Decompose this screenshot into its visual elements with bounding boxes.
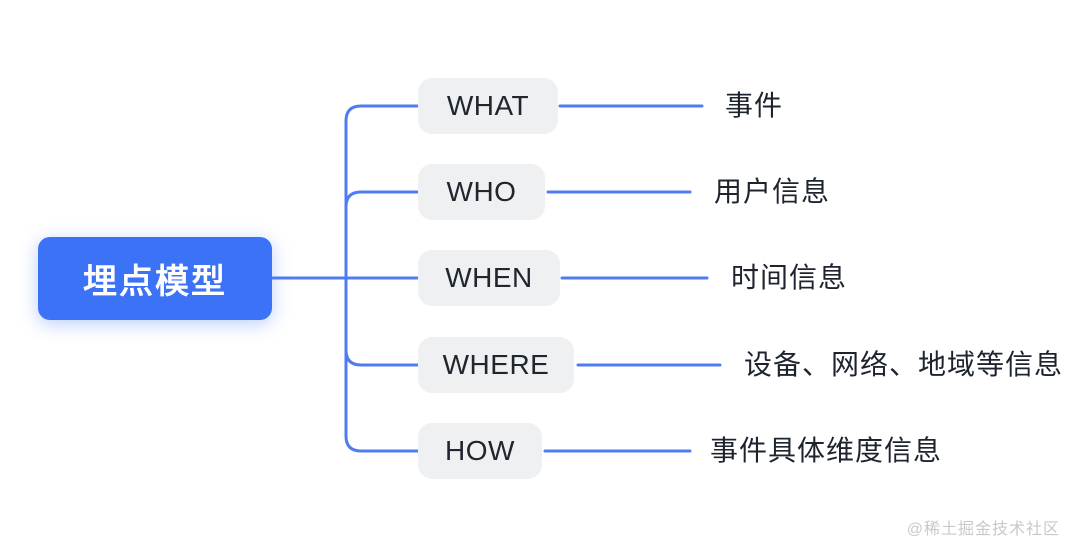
connector-branch-who	[344, 190, 420, 280]
branch-node-label: WHEN	[445, 262, 533, 293]
connector-branch-what	[344, 104, 420, 280]
leaf-label-who[interactable]: 用户信息	[714, 176, 831, 207]
leaf-label-how[interactable]: 事件具体维度信息	[710, 435, 943, 466]
branch-node-label: WHERE	[442, 349, 550, 380]
branch-node-label: WHAT	[446, 90, 530, 121]
leaf-label-when[interactable]: 时间信息	[731, 262, 848, 293]
watermark: @稀土掘金技术社区	[906, 521, 1060, 538]
branch-node-label: HOW	[445, 435, 515, 466]
leaf-label-where[interactable]: 设备、网络、地域等信息	[744, 349, 1064, 380]
branch-node-when[interactable]: WHEN	[418, 250, 560, 306]
connector-branch-where	[344, 276, 420, 367]
branch-node-how[interactable]: HOW	[418, 423, 542, 479]
branch-node-where[interactable]: WHERE	[418, 337, 574, 393]
branch-node-what[interactable]: WHAT	[418, 78, 558, 134]
connector-branch-how	[344, 276, 420, 453]
branch-node-label: WHO	[446, 176, 517, 207]
branch-node-who[interactable]: WHO	[418, 164, 545, 220]
root-node-label: 埋点模型	[83, 263, 227, 301]
leaf-label-what[interactable]: 事件	[725, 90, 784, 121]
root-node[interactable]: 埋点模型	[38, 237, 272, 320]
